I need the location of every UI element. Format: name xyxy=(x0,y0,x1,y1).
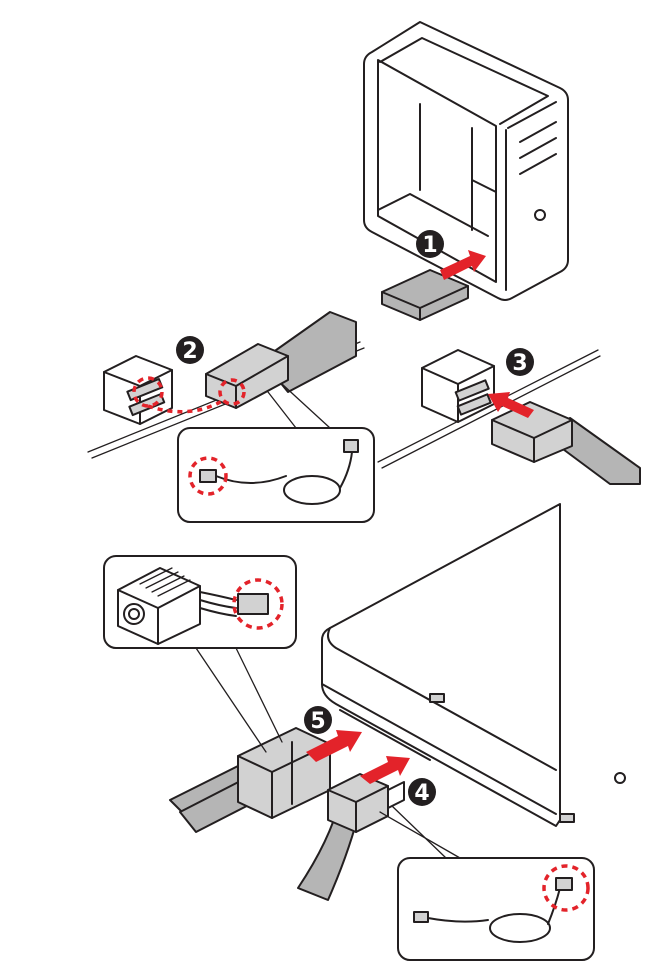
arrow-icon-5 xyxy=(306,730,362,762)
step-number-5: 5 xyxy=(310,709,325,734)
power-supply-callout xyxy=(103,555,297,753)
sata-cable-callout xyxy=(177,383,375,523)
power-supply-icon xyxy=(117,567,201,645)
step-number-1: 1 xyxy=(422,233,437,258)
sata-port-icon xyxy=(103,355,173,425)
step-badge-4: 4 xyxy=(408,778,436,806)
sata-cable-icon-3 xyxy=(491,401,641,485)
step-badge-3: 3 xyxy=(506,348,534,376)
hard-drive-large-icon xyxy=(321,503,626,827)
arrow-icon-3 xyxy=(488,392,534,418)
hard-drive-icon xyxy=(381,269,469,321)
sata-data-callout xyxy=(379,805,595,961)
sata-port-icon-3 xyxy=(421,349,495,423)
step-number-3: 3 xyxy=(512,351,527,376)
step-badge-2: 2 xyxy=(176,336,204,364)
sata-cable-icon xyxy=(205,311,357,409)
pc-case-icon xyxy=(363,21,569,301)
step-number-2: 2 xyxy=(182,339,197,364)
step-badge-1: 1 xyxy=(416,230,444,258)
step-number-4: 4 xyxy=(414,781,429,806)
arrow-icon-4 xyxy=(360,756,410,784)
power-cable-icon xyxy=(169,727,331,833)
sata-data-cable-icon-4 xyxy=(297,773,405,901)
arrow-icon xyxy=(440,250,486,280)
step-badge-5: 5 xyxy=(304,706,332,734)
